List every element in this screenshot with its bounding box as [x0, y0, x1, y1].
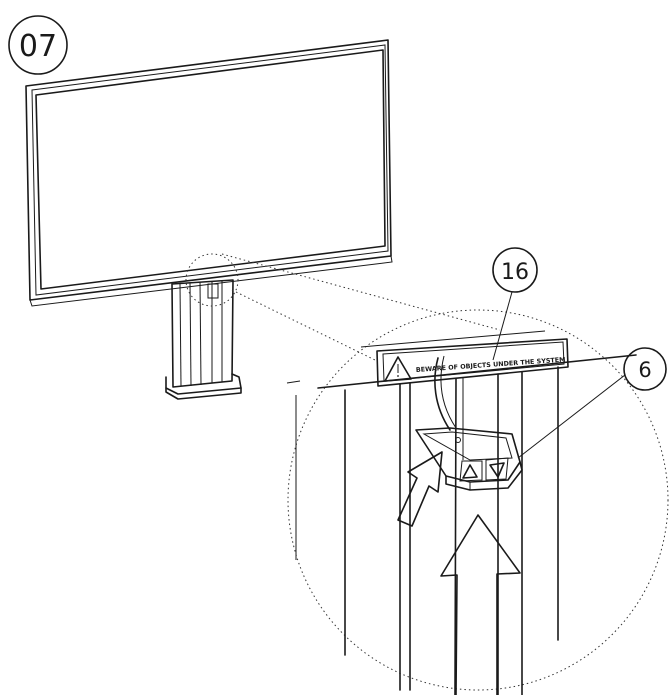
callout-16-label: 16: [501, 260, 529, 285]
stand-column: [165, 279, 242, 400]
warning-label: BEWARE OF OBJECTS UNDER THE SYSTEM: [376, 338, 569, 387]
callout-6-label: 6: [638, 358, 651, 382]
detail-circle-large: [287, 309, 669, 691]
step-badge: 07: [8, 15, 68, 75]
raise-arrow: [440, 514, 521, 695]
arrow-down-icon: [485, 457, 509, 481]
step-number: 07: [19, 29, 57, 64]
press-arrow: [397, 451, 443, 527]
controller-cable: [434, 357, 451, 431]
magnified-column: [286, 330, 637, 695]
controller-handset: [415, 427, 523, 491]
tv-screen: [25, 39, 393, 307]
callout-6: 6: [517, 347, 667, 459]
warning-triangle-icon: [384, 356, 412, 382]
callout-16: 16: [492, 247, 538, 361]
detail-circle-small: [185, 253, 239, 307]
arrow-up-icon: [459, 460, 483, 482]
